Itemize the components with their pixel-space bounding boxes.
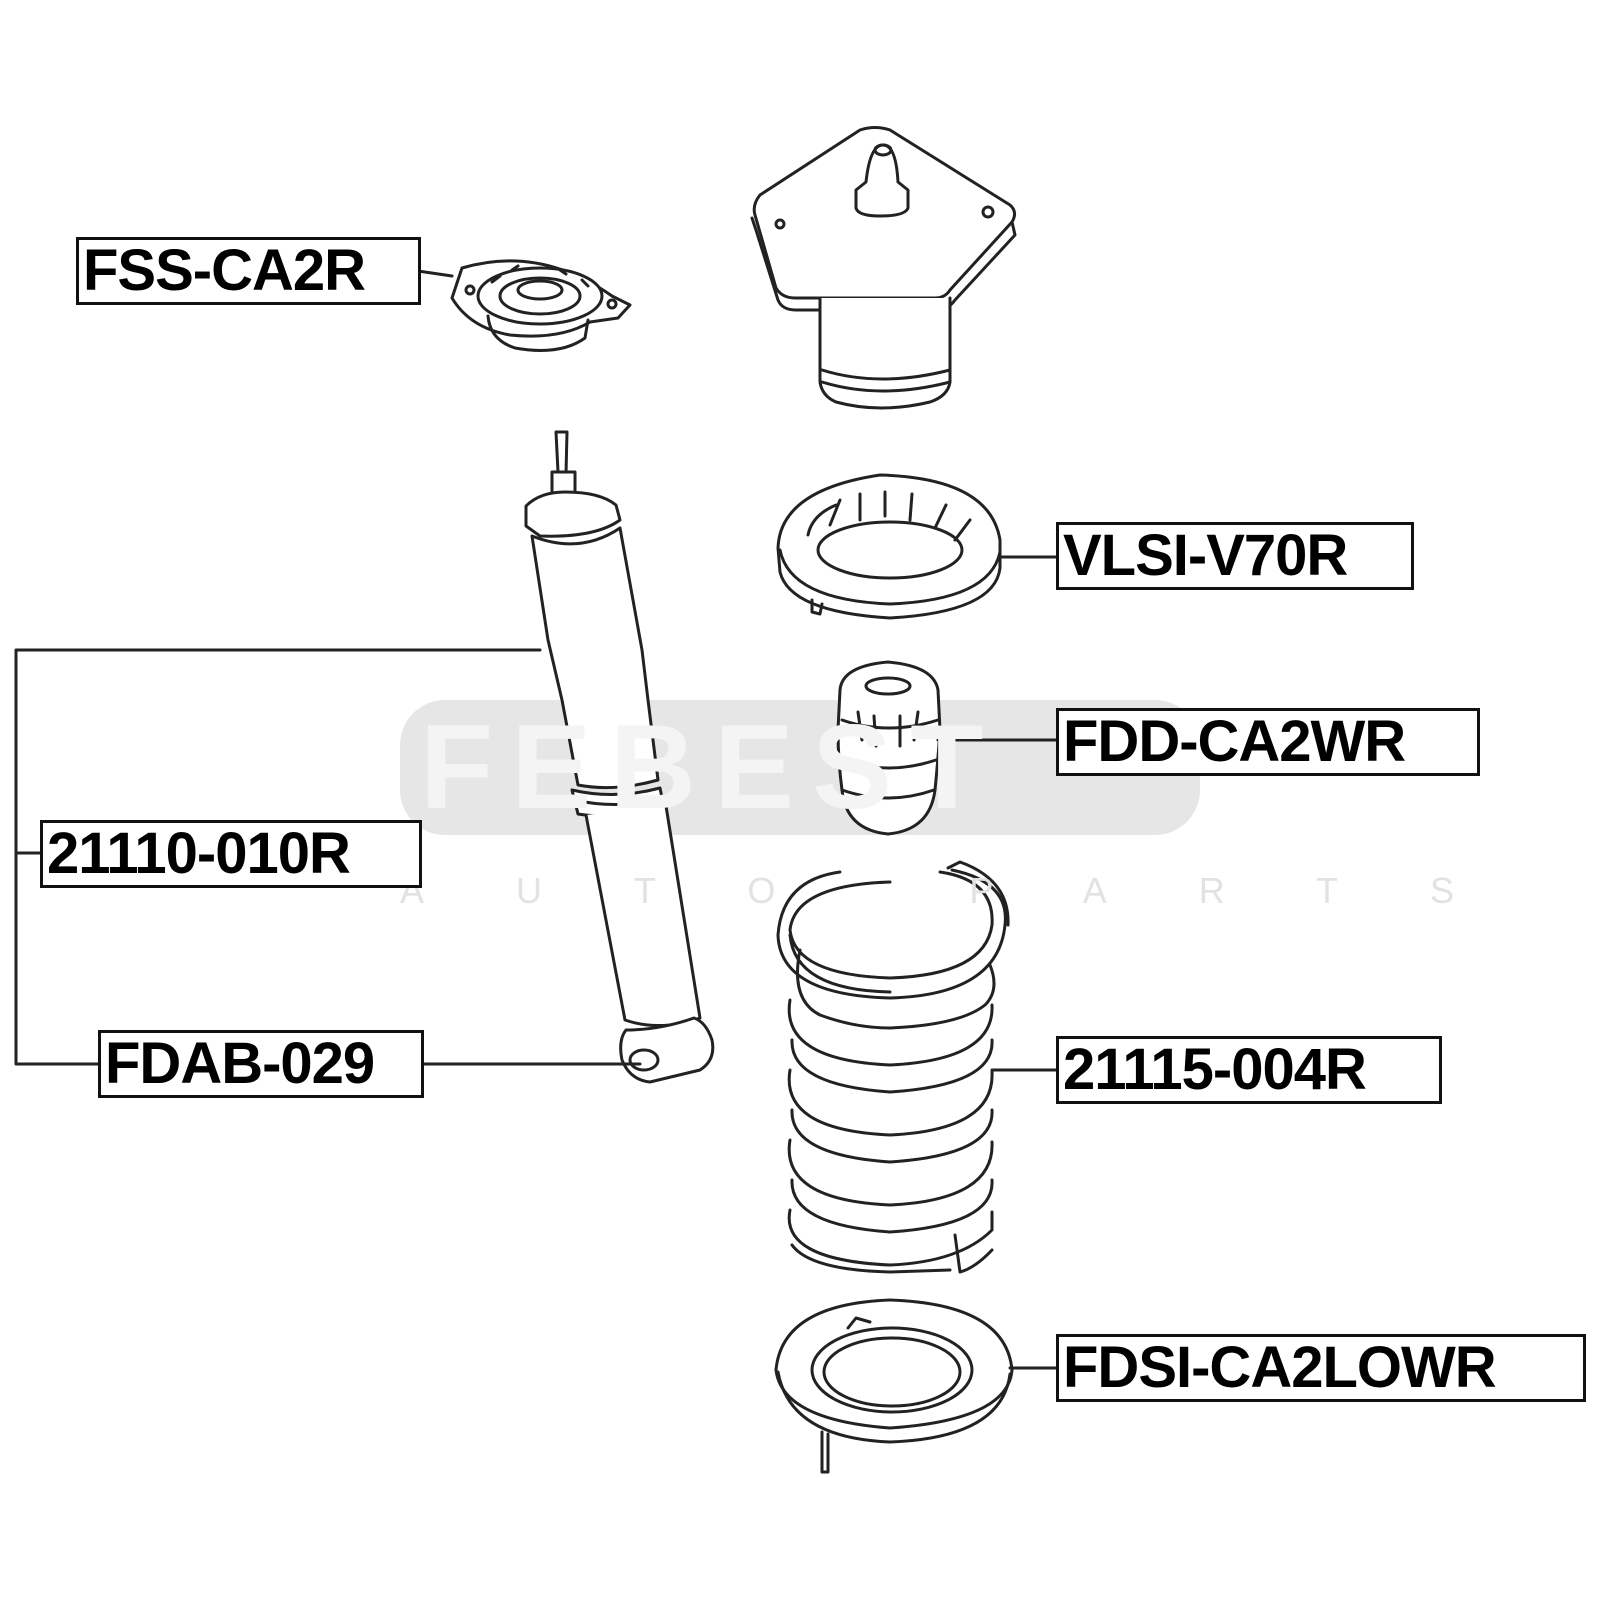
top-mount-part [450,259,632,352]
watermark-tagline: AUTO PARTS [400,870,1547,911]
watermark-brand: FEBEST [420,700,1002,834]
label-fdsi-ca2lowr: FDSI-CA2LOWR [1056,1334,1586,1402]
shock-absorber-part [524,430,715,1084]
lower-spring-seat-part [774,1298,1014,1474]
label-fdab-029: FDAB-029 [98,1030,424,1098]
coil-spring-part [776,860,1010,1274]
callout-lines [14,269,1058,1370]
upper-spring-seat-part [776,473,1002,620]
callout-line-fss [416,269,454,278]
label-21110-010r: 21110-010R [40,820,422,888]
label-fss-ca2r: FSS-CA2R [76,237,421,305]
callout-line-shock-bracket [14,648,542,1066]
bump-stop-boot-part [750,126,1017,410]
label-vlsi-v70r: VLSI-V70R [1056,522,1414,590]
label-21115-004r: 21115-004R [1056,1036,1442,1104]
label-fdd-ca2wr: FDD-CA2WR [1056,708,1480,776]
bump-stopper-part [836,660,942,836]
